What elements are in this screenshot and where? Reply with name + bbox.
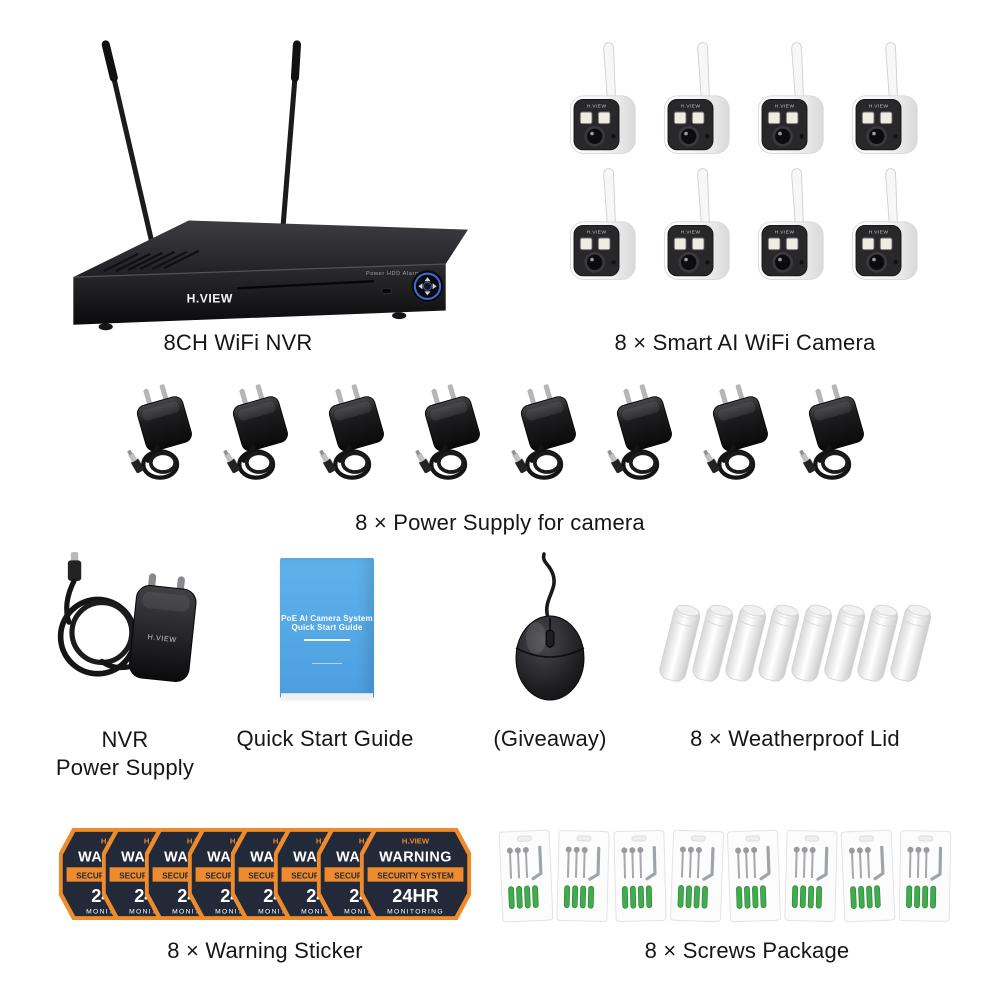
camera-illustration [757, 167, 825, 281]
guide-cover-line1: PoE AI Camera System [281, 614, 373, 623]
power-adapter-illustration [500, 380, 594, 488]
screws-package [498, 828, 554, 924]
power-adapter-illustration [596, 380, 690, 488]
power-adapter-illustration [308, 380, 402, 488]
camera-illustration [569, 167, 637, 281]
mouse-body [515, 615, 585, 701]
guide-page-edges [281, 693, 373, 698]
psu-barrel-plug [67, 560, 82, 581]
lids-label: 8 × Weatherproof Lid [690, 726, 900, 751]
mouse-illustration [515, 552, 585, 701]
nvr-antennas [101, 40, 302, 243]
quick-start-guide-booklet: PoE AI Camera System Quick Start Guide [280, 558, 374, 698]
nvr-usb-port [381, 287, 392, 294]
screws-label: 8 × Screws Package [644, 938, 850, 963]
screws-package [669, 829, 725, 923]
nvr-brand-logo: H.VIEW [187, 291, 233, 305]
psu-barrel-tip [70, 552, 79, 562]
nvr-label: 8CH WiFi NVR [163, 330, 313, 355]
screws-package [612, 829, 668, 923]
power-adapter-illustration [404, 380, 498, 488]
nvr-foot [392, 312, 407, 320]
nvr-vent-grille [103, 249, 200, 273]
camera-illustration [851, 41, 919, 155]
screws-package [726, 829, 782, 923]
screws-package [555, 829, 611, 923]
guide-cover-fineprint [312, 663, 342, 664]
nvr-top-face [73, 220, 468, 278]
psu-body: H.VIEW [128, 573, 197, 682]
cameras-label: 8 × Smart AI WiFi Camera [614, 330, 876, 355]
mouse-scroll-wheel [545, 629, 555, 648]
nvr-indicator-labels: Power HDD Alarm [366, 271, 420, 277]
screws-package [840, 828, 896, 924]
stickers-label: 8 × Warning Sticker [167, 938, 363, 963]
nvr-psu-label-line2: Power Supply [55, 755, 195, 780]
guide-cover-line2: Quick Start Guide [291, 623, 363, 632]
guide-cover-rule [304, 639, 350, 641]
nvr-psu-illustration: H.VIEW [57, 552, 197, 682]
warning-sticker [359, 828, 472, 920]
mouse-cable [541, 552, 556, 620]
power-adapter-illustration [116, 380, 210, 488]
nvr-psu-label: NVR Power Supply [35, 726, 215, 782]
camera-illustration [663, 41, 731, 155]
nvr-psu-label-line1: NVR [101, 727, 149, 752]
nvr-front-face [73, 264, 446, 325]
power-adapter-illustration [212, 380, 306, 488]
psu-brand-text: H.VIEW [147, 632, 177, 644]
camera-illustration [569, 41, 637, 155]
nvr-foot [98, 323, 113, 331]
screws-package [898, 829, 952, 923]
giveaway-label: (Giveaway) [493, 726, 607, 751]
nvr-nav-pad [410, 269, 445, 303]
nvr-disc-slot [237, 279, 374, 290]
nvr-illustration: H.VIEW Power HDD Alarm [73, 40, 468, 331]
power-adapter-illustration [692, 380, 786, 488]
power-adapter-illustration [788, 380, 882, 488]
camera-psu-label: 8 × Power Supply for camera [355, 510, 645, 535]
guide-label: Quick Start Guide [236, 726, 414, 751]
camera-illustration [851, 167, 919, 281]
screws-package [783, 829, 839, 923]
camera-illustration [757, 41, 825, 155]
camera-illustration [663, 167, 731, 281]
